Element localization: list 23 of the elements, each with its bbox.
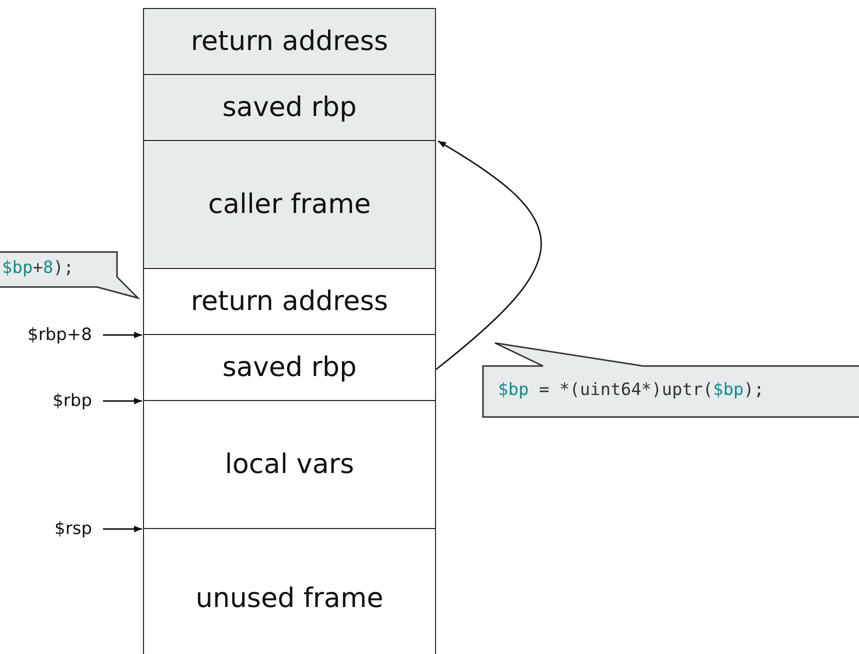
arrow	[436, 140, 542, 370]
stack-cell	[143, 400, 436, 529]
arrow	[103, 526, 142, 532]
code-snippet: $bp = *(uint64*)uptr($bp);	[498, 380, 764, 400]
cell-label: caller frame	[208, 189, 371, 220]
stack-cell	[143, 74, 436, 141]
cell-label: saved rbp	[222, 352, 357, 383]
stack-cell	[143, 528, 436, 654]
stack-cell	[143, 334, 436, 401]
arrow	[103, 398, 142, 404]
register-label: $rsp	[54, 519, 92, 539]
stack-cell	[143, 268, 436, 335]
stack-cell	[143, 8, 436, 75]
register-label: $rbp+8	[28, 325, 92, 345]
arrow	[103, 332, 142, 338]
cell-label: unused frame	[196, 583, 384, 614]
stack-cell	[143, 140, 436, 269]
register-label: $rbp	[52, 391, 92, 411]
cell-label: return address	[190, 286, 388, 317]
cell-label: saved rbp	[222, 92, 357, 123]
cell-label: return address	[190, 26, 388, 57]
code-snippet: $bp+8);	[2, 258, 74, 278]
cell-label: local vars	[224, 449, 354, 480]
